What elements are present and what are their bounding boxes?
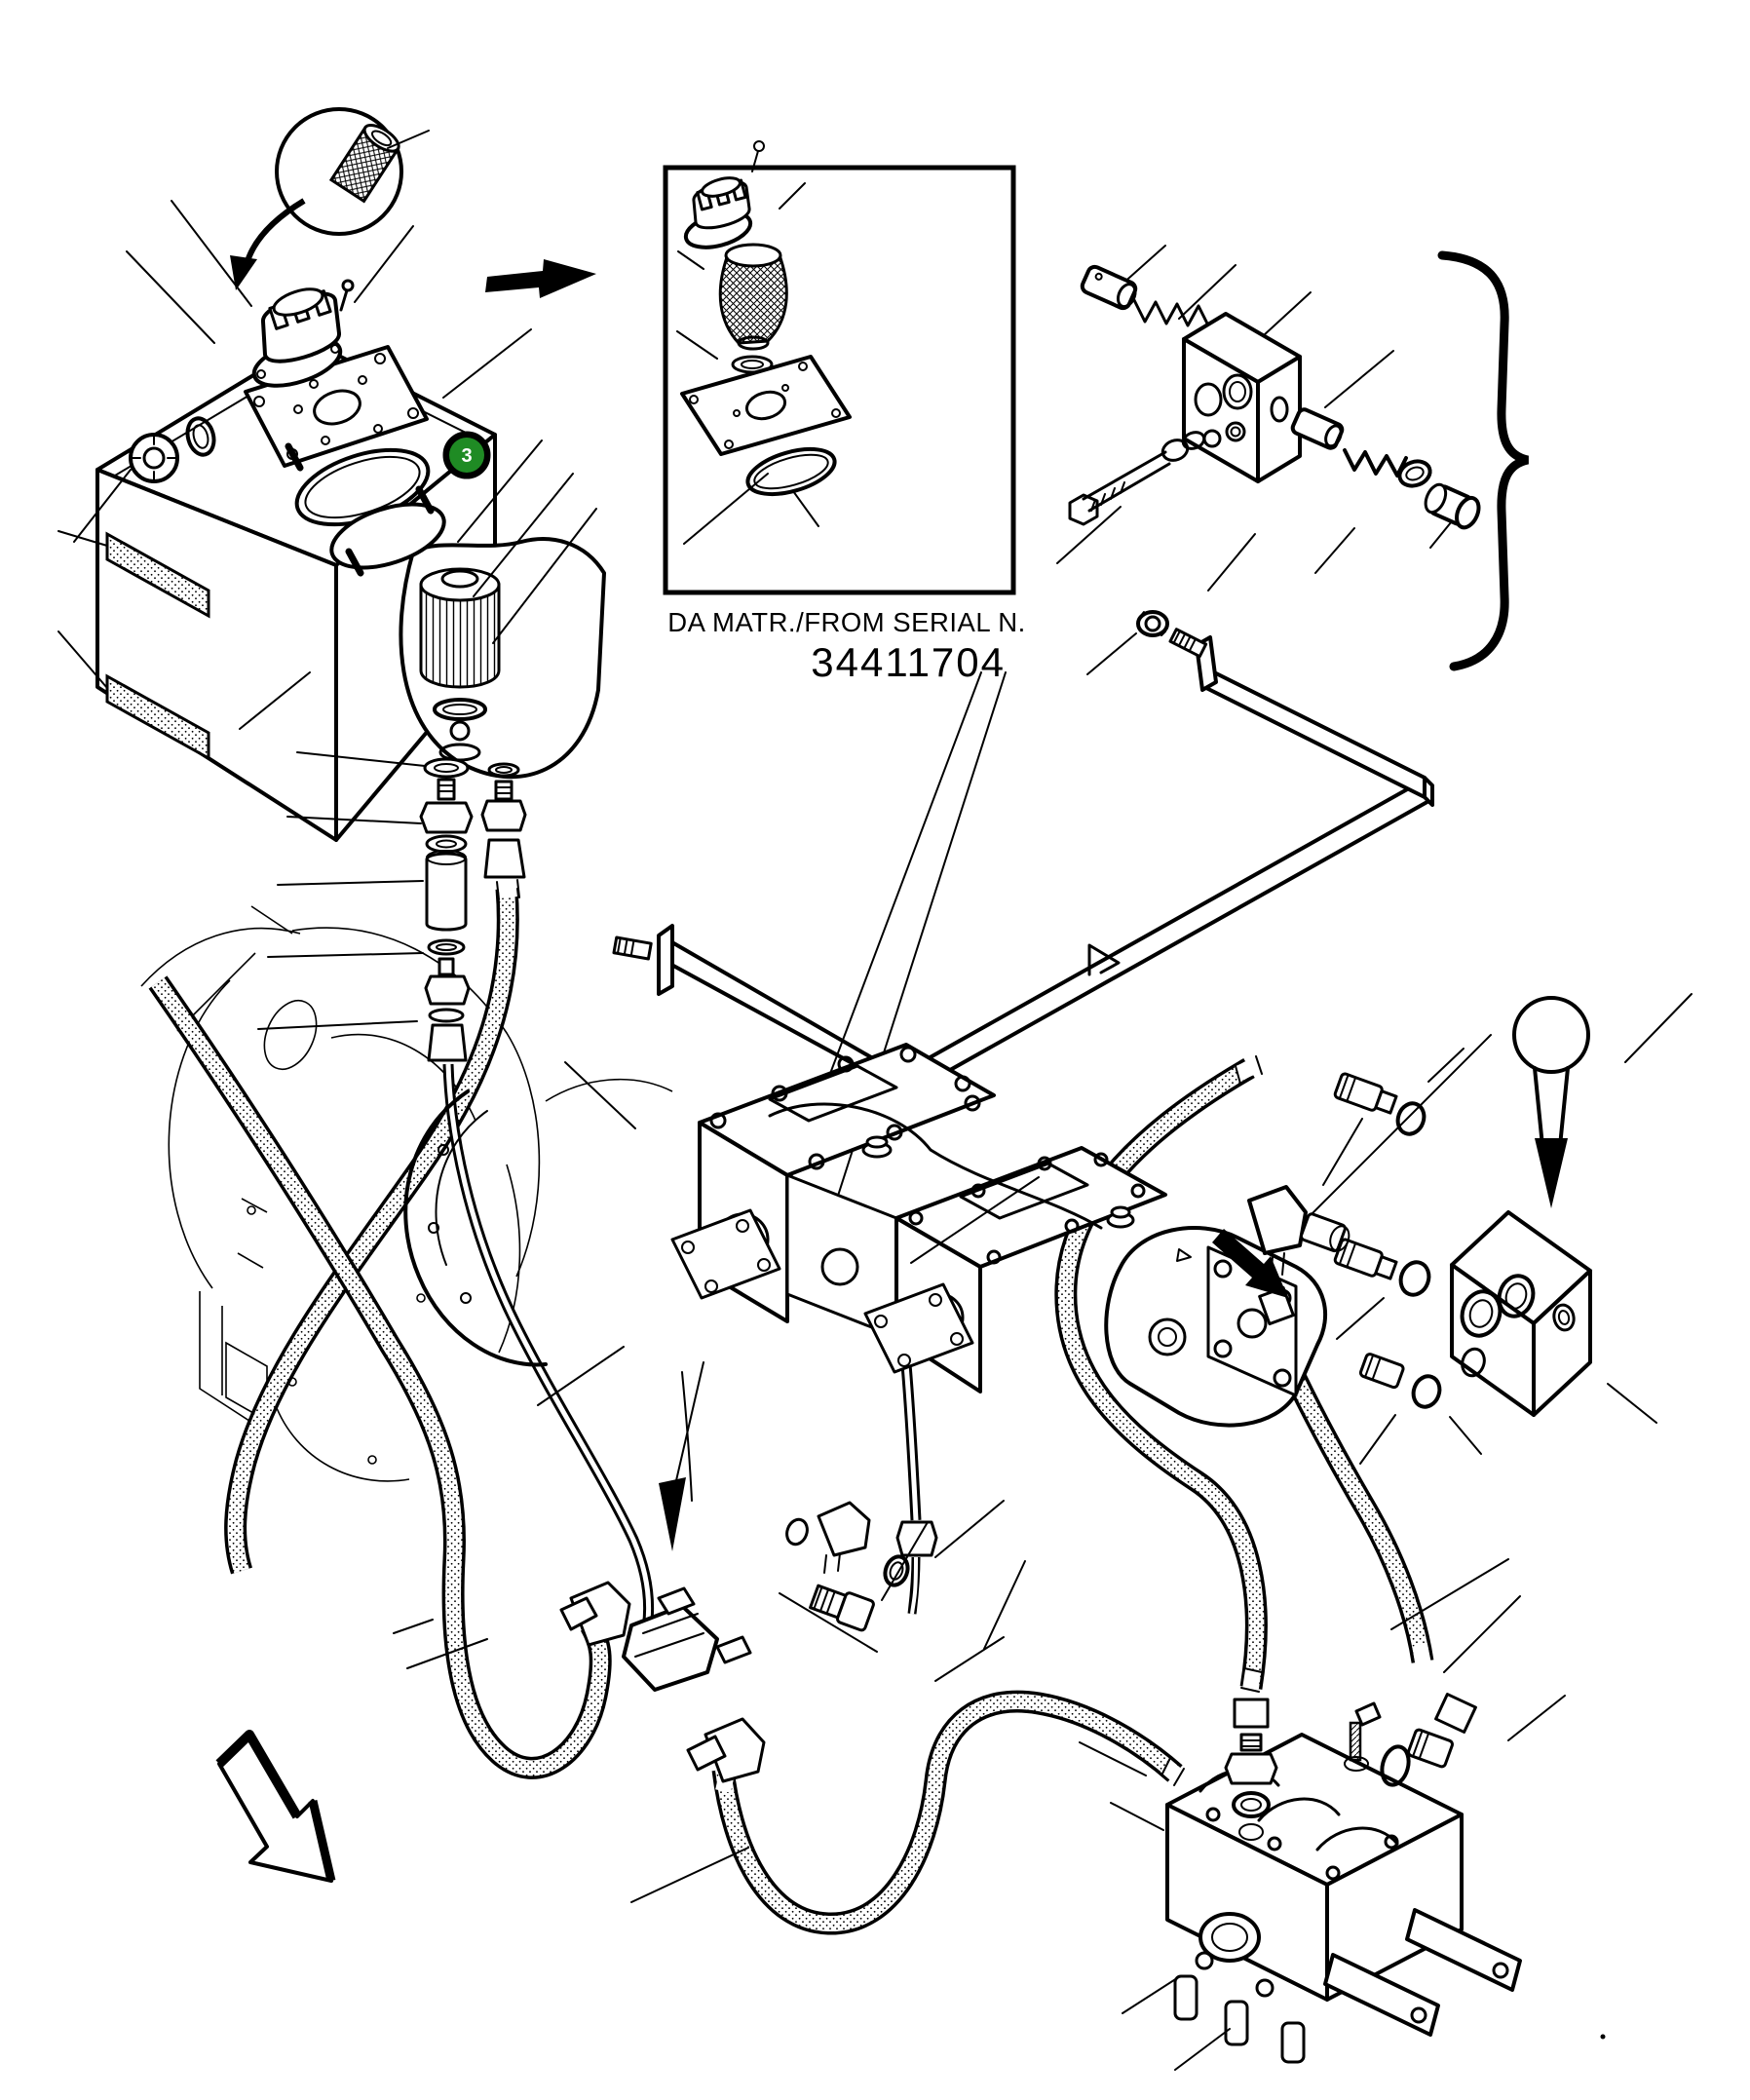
hydraulic-tank [57, 200, 606, 842]
tank-outlet-fittings [257, 751, 527, 1062]
valve-plug-a [1080, 264, 1138, 311]
engine-silhouette [140, 905, 673, 1482]
serial-number: 34411704 [811, 639, 1006, 685]
valve-cap-plug [1424, 482, 1481, 530]
part-marker-number: 3 [461, 445, 472, 467]
outline-arrow-se-icon [215, 1730, 336, 1883]
inset-cover-plate [680, 355, 852, 456]
valve-manifold-block [1182, 312, 1302, 483]
block-adapter-top [1333, 1072, 1398, 1115]
block-adapter-bottom [1358, 1353, 1405, 1390]
block-adapter-mid [1333, 1238, 1398, 1280]
pump-flange-2 [863, 1282, 974, 1374]
elbow-fitting-return [686, 1717, 766, 1783]
junction-fittings [393, 1500, 1005, 1903]
pointer-arrowhead-icon [659, 1477, 686, 1551]
valve-plug-b [1290, 407, 1345, 450]
serial-change-inset: DA MATR./FROM SERIAL N. 34411704 [663, 140, 1026, 685]
filler-cap [251, 287, 343, 388]
pump-elbow-fitting [785, 1501, 871, 1574]
valve-spring-b [1343, 448, 1408, 477]
fitting-chain-right [480, 762, 527, 879]
cover-screw [339, 279, 355, 312]
fitting-chain-left [419, 757, 474, 1062]
suction-filter-cartridge [419, 567, 501, 762]
bracket-hook-middle [1087, 943, 1121, 976]
valve-outlet-fittings [1380, 1693, 1477, 1787]
relief-valve-exploded [1056, 245, 1530, 671]
right-arrow-icon [485, 259, 596, 298]
valve-bolt [1068, 431, 1206, 526]
valve-bottom-studs [1173, 1951, 1306, 2064]
balloon-filter-element [328, 124, 400, 204]
tank-cover-plate [244, 345, 429, 468]
control-valve [1079, 1558, 1606, 2071]
steel-tubes [442, 1063, 938, 1641]
tank-bracket-lower [105, 673, 210, 761]
pointer-arrowhead-icon [1212, 1229, 1288, 1298]
junction-block-group [1212, 993, 1693, 1465]
valve-inlet-fittings [1224, 1698, 1278, 1841]
drain-plug [129, 416, 216, 483]
valve-washer [1397, 459, 1432, 488]
inset-gasket-oring [745, 446, 837, 497]
valve-levers [1323, 1908, 1522, 2037]
curly-brace-icon [1437, 250, 1530, 671]
detail-balloon [230, 107, 430, 290]
hose-return-bottom [711, 1690, 1183, 1935]
serial-caption: DA MATR./FROM SERIAL N. [667, 607, 1026, 637]
curved-arrow-icon [230, 198, 306, 290]
tank-opening [329, 502, 446, 570]
pump-assembly [403, 1034, 1492, 1650]
tank-studs [285, 442, 435, 577]
adapter-fitting-mid [809, 1554, 910, 1632]
bracket-stud [1168, 628, 1208, 659]
valve-spring-a [1132, 298, 1210, 327]
inset-filler-cap [683, 176, 753, 249]
valve-spool-pin [1344, 1701, 1382, 1772]
junction-block [1450, 1210, 1592, 1417]
elbow-fitting-left [559, 1581, 631, 1647]
hose-suction-rear [224, 888, 519, 1575]
tee-check-valve [622, 1586, 752, 1692]
balloon-down-callout-icon [1512, 996, 1590, 1208]
delivery-elbow [1247, 1118, 1363, 1326]
green-part-marker[interactable]: 3 [442, 431, 491, 479]
bracket-hook-left [657, 924, 674, 996]
pump-flange-1 [670, 1208, 781, 1300]
inset-screw [751, 140, 765, 172]
gear-pump [1104, 1226, 1328, 1428]
bracket-nut [1136, 610, 1169, 637]
hose-delivery-right [1054, 1058, 1268, 1690]
hose-suction-front [148, 975, 612, 1779]
tank-bracket-upper [105, 531, 210, 619]
